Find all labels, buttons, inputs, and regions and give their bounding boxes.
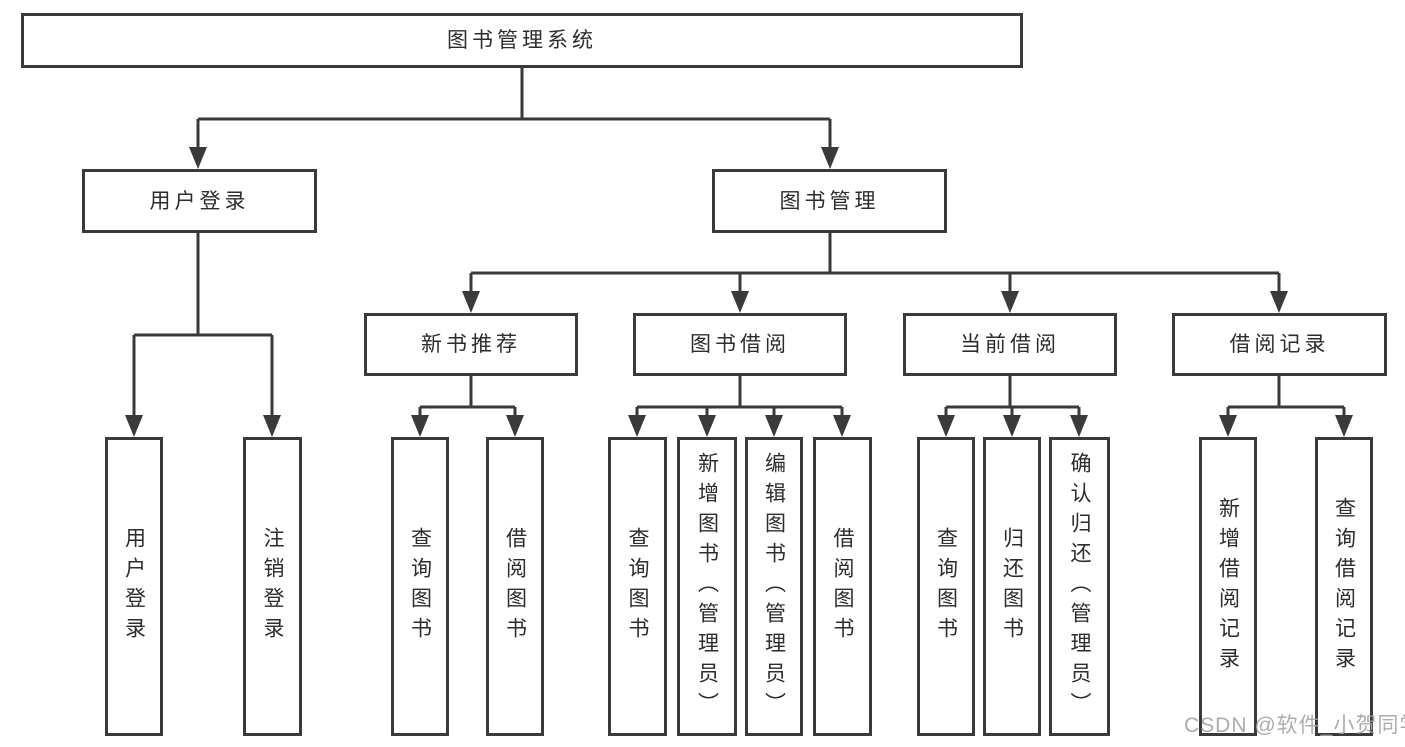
node-label: 注销登录	[261, 526, 284, 647]
node-label: 查询图书	[408, 526, 432, 647]
connector-user-login-children	[132, 233, 274, 419]
leaf-query-books-current: 查询图书	[917, 437, 975, 736]
node-label: 图书管理	[779, 189, 880, 213]
leaf-logout-login: 注销登录	[243, 437, 302, 736]
arrowheads-level2	[189, 147, 839, 169]
leaf-query-borrow-record: 查询借阅记录	[1315, 437, 1373, 736]
leaf-add-books-admin: 新增图书（管理员）	[677, 437, 737, 736]
leaf-query-books-borrowing: 查询图书	[608, 437, 667, 736]
node-library-management-system: 图书管理系统	[21, 13, 1023, 68]
leaf-add-borrow-record: 新增借阅记录	[1199, 437, 1257, 736]
csdn-watermark: CSDN @软件_小贺同学	[1184, 714, 1405, 737]
node-label: 借阅图书	[831, 526, 854, 647]
leaf-confirm-return-admin: 确认归还（管理员）	[1049, 437, 1110, 736]
arrowheads-user-login-children	[125, 415, 281, 437]
leaf-return-books: 归还图书	[983, 437, 1041, 736]
leaf-borrow-books: 借阅图书	[813, 437, 872, 736]
node-label: 归还图书	[1000, 526, 1024, 647]
node-label: 用户登录	[122, 526, 146, 647]
connector-book-management-children	[469, 233, 1281, 296]
node-label: 确认归还（管理员）	[1068, 451, 1091, 722]
node-user-login: 用户登录	[82, 169, 317, 233]
arrowheads-records-children	[1219, 415, 1353, 437]
node-label: 查询图书	[934, 526, 958, 647]
leaf-query-books-recommendation: 查询图书	[391, 437, 449, 736]
node-label: 图书借阅	[690, 333, 790, 356]
connector-root-to-level2	[196, 68, 832, 150]
node-label: 新增借阅记录	[1216, 496, 1240, 677]
arrowheads-borrowing-children	[628, 415, 851, 437]
node-book-borrowing: 图书借阅	[633, 313, 847, 376]
arrowheads-level3	[462, 291, 1288, 313]
node-label: 借阅图书	[503, 526, 527, 647]
arrowheads-recommendation-children	[411, 415, 524, 437]
leaf-user-login: 用户登录	[105, 437, 163, 736]
connector-current-borrowing-children	[944, 376, 1081, 419]
node-label: 图书管理系统	[447, 29, 597, 52]
node-current-borrowing: 当前借阅	[903, 313, 1117, 376]
node-label: 新书推荐	[421, 333, 521, 356]
leaf-edit-books-admin: 编辑图书（管理员）	[745, 437, 803, 736]
node-label: 借阅记录	[1229, 333, 1330, 356]
node-label: 编辑图书（管理员）	[762, 451, 786, 722]
node-label: 新增图书（管理员）	[695, 451, 719, 722]
leaf-borrow-books-recommendation: 借阅图书	[486, 437, 544, 736]
arrowheads-current-borrowing-children	[937, 415, 1088, 437]
node-label: 查询图书	[626, 526, 649, 647]
connector-borrowing-children	[635, 376, 844, 419]
node-new-book-recommendation: 新书推荐	[364, 313, 578, 376]
node-label: 当前借阅	[960, 333, 1060, 356]
node-book-management: 图书管理	[712, 169, 947, 233]
connector-records-children	[1226, 376, 1346, 419]
node-borrowing-records: 借阅记录	[1172, 313, 1387, 376]
node-label: 查询借阅记录	[1332, 496, 1356, 677]
node-label: 用户登录	[149, 189, 250, 213]
connector-recommendation-children	[418, 376, 517, 419]
